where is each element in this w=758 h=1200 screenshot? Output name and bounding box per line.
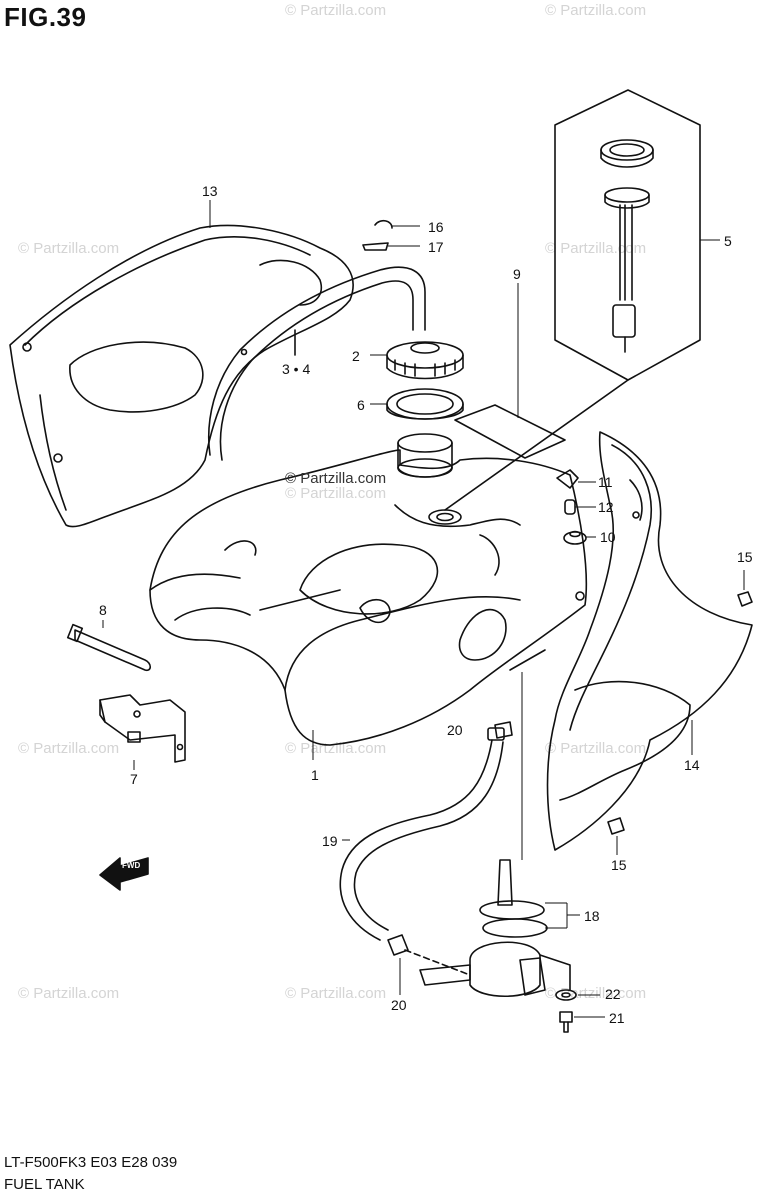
- clip-16: [374, 219, 393, 229]
- front-arrow-label: FWD: [122, 861, 141, 870]
- callout-10: 10: [600, 529, 616, 545]
- tank-band-8: [66, 623, 152, 672]
- callout-14: 14: [684, 757, 700, 773]
- side-cover-left-13: [9, 224, 354, 528]
- callout-20-lower: 20: [391, 997, 407, 1013]
- watermark: © Partzilla.com: [18, 985, 120, 1002]
- callout-20-upper: 20: [447, 722, 463, 738]
- clip-15: [607, 591, 753, 835]
- washer-22: [555, 989, 577, 1001]
- watermark: © Partzilla.com: [285, 2, 387, 19]
- callout-17: 17: [428, 239, 444, 255]
- watermark: © Partzilla.com: [545, 240, 647, 257]
- callout-12: 12: [598, 499, 614, 515]
- watermark: © Partzilla.com: [285, 740, 387, 757]
- front-direction-arrow: [99, 857, 149, 891]
- watermark: © Partzilla.com: [285, 485, 387, 502]
- bracket-7: [99, 694, 186, 763]
- watermark: © Partzilla.com: [545, 740, 647, 757]
- callout-11: 11: [598, 474, 613, 490]
- fuel-hose-19: [339, 727, 505, 941]
- cushion-10: [563, 530, 587, 545]
- callout-9: 9: [513, 266, 521, 282]
- hose-clamp-20: [387, 721, 513, 956]
- fuel-tank-1: [149, 433, 588, 746]
- callout-22: 22: [605, 986, 621, 1002]
- bolt-21: [559, 1011, 573, 1033]
- callout-13: 13: [202, 183, 218, 199]
- callout-3-4: 3 • 4: [282, 361, 311, 377]
- rivet-17: [362, 242, 389, 251]
- diagram-name: FUEL TANK: [4, 1176, 85, 1193]
- callout-15-lower: 15: [611, 857, 627, 873]
- watermark: © Partzilla.com: [545, 2, 647, 19]
- cap-gasket-6: [386, 388, 464, 420]
- figure-title: FIG.39: [4, 2, 87, 32]
- callout-18: 18: [584, 908, 600, 924]
- collar-12: [564, 499, 576, 515]
- callout-2: 2: [352, 348, 360, 364]
- callout-16: 16: [428, 219, 444, 235]
- watermark-dark: © Partzilla.com: [285, 470, 387, 487]
- callout-1: 1: [311, 767, 319, 783]
- callout-19: 19: [322, 833, 338, 849]
- callout-15-upper: 15: [737, 549, 753, 565]
- watermark: © Partzilla.com: [18, 740, 120, 757]
- callout-5: 5: [724, 233, 732, 249]
- side-cover-right-14: [546, 431, 753, 851]
- watermark: © Partzilla.com: [18, 240, 120, 257]
- fuel-gauge-5: [444, 89, 701, 511]
- leader-lines: [102, 200, 745, 1018]
- watermark: © Partzilla.com: [285, 985, 387, 1002]
- callout-6: 6: [357, 397, 365, 413]
- callout-7: 7: [130, 771, 138, 787]
- model-code: LT-F500FK3 E03 E28 039: [4, 1154, 178, 1171]
- plate-9: [454, 404, 566, 459]
- fuel-cap-2: [386, 341, 464, 380]
- cushion-11: [556, 469, 579, 489]
- callout-8: 8: [99, 602, 107, 618]
- callout-21: 21: [609, 1010, 625, 1026]
- breather-hose-3-4: [207, 266, 426, 461]
